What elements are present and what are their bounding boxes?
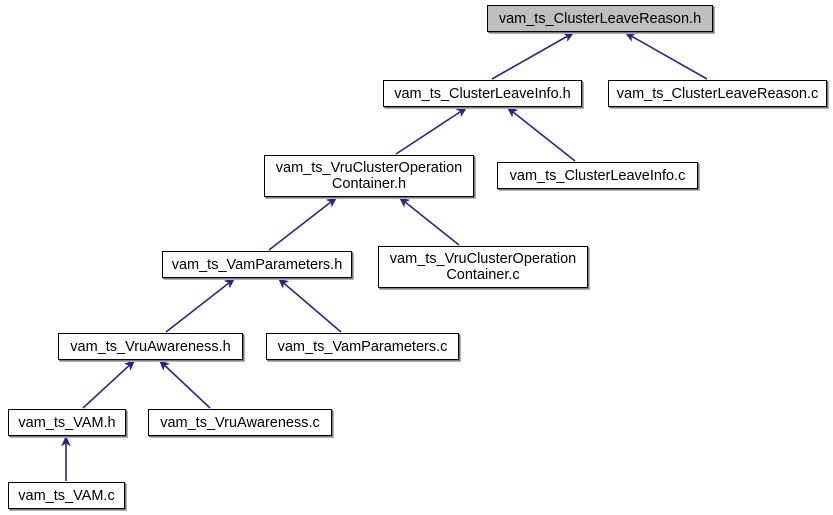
graph-node-label: vam_ts_ClusterLeaveInfo.c [509, 167, 686, 184]
graph-node-label: vam_ts_ClusterLeaveReason.h [498, 10, 702, 27]
graph-node-label: vam_ts_VamParameters.c [277, 338, 448, 355]
graph-edge-vam_h-to-vruawareness_h [82, 359, 136, 409]
graph-node-clusterleavereason_h[interactable]: vam_ts_ClusterLeaveReason.h [487, 5, 713, 32]
graph-node-clusterleaveinfo_h[interactable]: vam_ts_ClusterLeaveInfo.h [383, 80, 582, 107]
graph-node-vruclusteroperationcontainer_c[interactable]: vam_ts_VruClusterOperation Container.c [378, 246, 588, 288]
graph-node-label: vam_ts_VAM.h [18, 414, 116, 431]
graph-node-vamparameters_c[interactable]: vam_ts_VamParameters.c [266, 333, 459, 360]
graph-node-vruclusteroperationcontainer_h[interactable]: vam_ts_VruClusterOperation Container.h [264, 155, 474, 197]
graph-node-clusterleaveinfo_c[interactable]: vam_ts_ClusterLeaveInfo.c [497, 162, 698, 189]
graph-edge-vruawareness_c-to-vruawareness_h [158, 359, 211, 409]
graph-node-label: vam_ts_VruAwareness.h [70, 338, 231, 355]
graph-edges [61, 32, 708, 481]
graph-node-label: vam_ts_ClusterLeaveReason.c [616, 85, 819, 102]
graph-edge-vruclusteroperationcontainer_c-to-vruclusteroperationcontainer_h [398, 197, 460, 246]
graph-edge-clusterleavereason_c-to-clusterleavereason_h [624, 32, 708, 80]
graph-node-vruawareness_c[interactable]: vam_ts_VruAwareness.c [148, 409, 332, 436]
graph-edge-clusterleaveinfo_h-to-clusterleavereason_h [491, 32, 575, 80]
graph-edge-clusterleaveinfo_c-to-clusterleaveinfo_h [506, 107, 576, 162]
graph-node-vam_h[interactable]: vam_ts_VAM.h [8, 409, 126, 436]
graph-node-vam_c[interactable]: vam_ts_VAM.c [8, 482, 125, 509]
graph-edge-vruawareness_h-to-vamparameters_h [165, 278, 236, 333]
graph-edge-vamparameters_c-to-vamparameters_h [277, 277, 342, 333]
graph-node-label: vam_ts_VAM.c [18, 487, 115, 504]
graph-node-vruawareness_h[interactable]: vam_ts_VruAwareness.h [58, 333, 243, 360]
graph-node-clusterleavereason_c[interactable]: vam_ts_ClusterLeaveReason.c [608, 80, 827, 107]
graph-node-label: vam_ts_VruAwareness.c [160, 414, 320, 431]
graph-node-label: vam_ts_VruClusterOperation Container.h [275, 160, 463, 192]
graph-node-label: vam_ts_ClusterLeaveInfo.h [394, 85, 571, 102]
graph-edge-vruclusteroperationcontainer_h-to-clusterleaveinfo_h [395, 107, 468, 155]
graph-node-label: vam_ts_VamParameters.h [171, 256, 343, 273]
graph-node-label: vam_ts_VruClusterOperation Container.c [389, 251, 577, 283]
graph-node-vamparameters_h[interactable]: vam_ts_VamParameters.h [162, 251, 352, 278]
graph-edge-vamparameters_h-to-vruclusteroperationcontainer_h [268, 197, 338, 251]
